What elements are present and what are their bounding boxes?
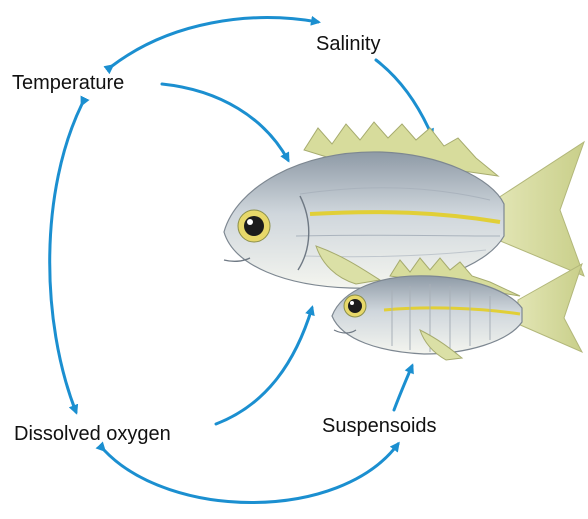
arrow-temperature-dissolved-oxygen: [50, 104, 82, 412]
arrow-dissolved-oxygen-suspensoids: [104, 444, 398, 503]
arrow-salinity-fish: [376, 60, 432, 136]
arrow-suspensoids-fish: [394, 366, 412, 410]
factor-label-dissolved-oxygen: Dissolved oxygen: [14, 424, 171, 444]
factor-label-salinity: Salinity: [316, 34, 380, 54]
arrow-temperature-fish: [162, 84, 288, 160]
factor-label-suspensoids: Suspensoids: [322, 416, 437, 436]
factor-label-temperature: Temperature: [12, 73, 124, 93]
arrow-temperature-salinity: [112, 18, 318, 66]
arrow-dissolved-oxygen-fish: [216, 308, 312, 424]
